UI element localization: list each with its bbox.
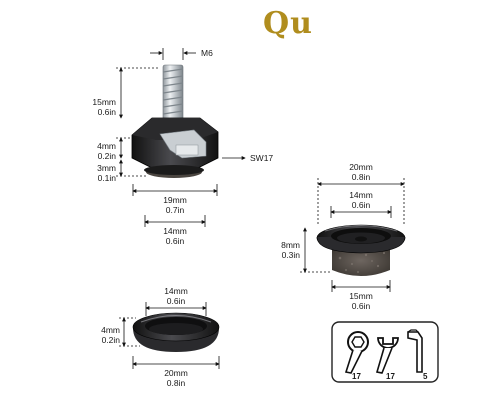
open-spanner-icon (375, 337, 399, 374)
outer-width-label: 19mm 0.7in (145, 195, 205, 215)
felt-cup-inner-in: 0.6in (351, 200, 371, 210)
hex-key-icon (407, 329, 423, 373)
base-width-mm: 14mm (163, 226, 187, 236)
felt-cup-inner-mm: 14mm (349, 190, 373, 200)
felt-height-mm: 3mm (97, 163, 116, 173)
glide-cup-height-mm: 4mm (101, 325, 120, 335)
felt-cup-outer-label: 20mm 0.8in (331, 162, 391, 182)
felt-height-label: 3mm 0.1in (78, 163, 116, 183)
glide-cup-height-in: 0.2in (101, 335, 120, 345)
bolt-length-label: 15mm 0.6in (78, 97, 116, 117)
hex-key-size: 5 (423, 372, 428, 381)
felt-cup-height-label: 8mm 0.3in (262, 240, 300, 260)
glide-cup-outer-label: 20mm 0.8in (146, 368, 206, 388)
tools-panel (331, 321, 439, 383)
outer-width-mm: 19mm (163, 195, 187, 205)
felt-cup-outer-mm: 20mm (349, 162, 373, 172)
glide-cup-height-label: 4mm 0.2in (82, 325, 120, 345)
glide-cup-outer-mm: 20mm (164, 368, 188, 378)
thread-size-label: M6 (201, 48, 213, 58)
bolt-length-mm: 15mm (92, 97, 116, 107)
ring-spanner-size: 17 (352, 372, 361, 381)
felt-cup-height-mm: 8mm (281, 240, 300, 250)
felt-height-in: 0.1in (97, 173, 116, 183)
open-spanner-size: 17 (386, 372, 395, 381)
felt-cup-bottom-label: 15mm 0.6in (331, 291, 391, 311)
brand-logo: Qu (263, 6, 313, 41)
wrench-size-label: SW17 (250, 153, 274, 163)
glide-cup (132, 312, 220, 352)
base-width-in: 0.6in (165, 236, 185, 246)
glide-cup-outer-in: 0.8in (166, 378, 186, 388)
glide-cup-inner-in: 0.6in (166, 296, 186, 306)
glide-cup-inner-mm: 14mm (164, 286, 188, 296)
felt-cup-outer-in: 0.8in (351, 172, 371, 182)
base-width-label: 14mm 0.6in (145, 226, 205, 246)
body-height-mm: 4mm (97, 141, 116, 151)
outer-width-in: 0.7in (165, 205, 185, 215)
felt-cup-height-in: 0.3in (281, 250, 300, 260)
threaded-foot (131, 64, 219, 178)
felt-cup-bottom-in: 0.6in (351, 301, 371, 311)
body-height-in: 0.2in (97, 151, 116, 161)
body-height-label: 4mm 0.2in (78, 141, 116, 161)
felt-cup-bottom-mm: 15mm (349, 291, 373, 301)
ring-spanner-icon (344, 331, 369, 374)
felt-cup-inner-label: 14mm 0.6in (331, 190, 391, 210)
bolt-length-in: 0.6in (97, 107, 116, 117)
glide-cup-inner-label: 14mm 0.6in (146, 286, 206, 306)
felt-cup (316, 224, 406, 276)
